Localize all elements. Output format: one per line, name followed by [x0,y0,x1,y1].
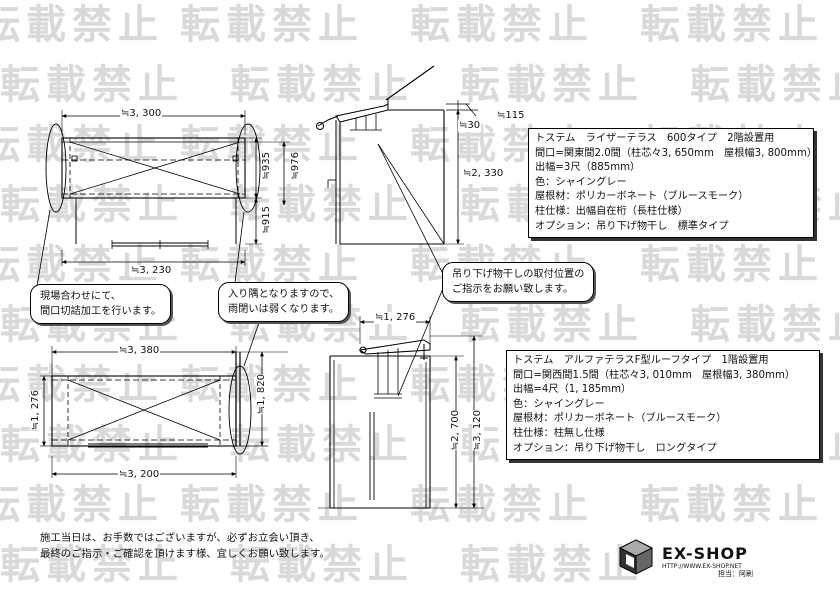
watermark: 転載禁止 [0,362,164,408]
watermark: 転載禁止 [0,62,184,108]
note-line: ご指示をお願い致します。 [452,284,574,295]
watermark: 転載禁止 [180,2,364,48]
watermark: 転載禁止 [640,482,824,528]
spec-line: 柱仕様：出幅自在桁（長柱仕様） [535,205,688,217]
top-plan-width-top: ≒3, 300 [120,108,163,120]
author-label: 担当：阿刷 [718,570,753,578]
note-line: 入り隅となりますので、 [228,289,340,300]
watermark: 転載禁止 [460,302,644,348]
brand-name: EX-SHOP [662,544,748,563]
footer-notice: 施工当日は、お手数ではございますが、必ずお立会い頂き、 最終のご指示・ご確認を頂… [40,530,330,562]
watermark: 転載禁止 [0,482,164,528]
watermark: 転載禁止 [0,422,184,468]
spec-line: 屋根材：ポリカーボネート（ブルースモーク） [535,191,749,203]
footer-line: 最終のご指示・ご確認を頂けます様、宜しくお願い致します。 [40,548,330,560]
watermark: 転載禁止 [460,542,644,588]
bottom-side-height-a: ≒2, 700 [450,410,462,451]
watermark: 転載禁止 [0,542,184,588]
top-plan-view [35,110,290,293]
watermark: 転載禁止 [690,62,840,108]
spec-line: トステム ライザーテラス 600タイプ 2階設置用 [535,133,775,144]
spec-line: 出幅=4尺（1, 185mm） [513,384,632,396]
bottom-spec-box: トステム アルファテラスF型ルーフタイプ 1階設置用 間口=関西間1.5間（柱芯… [506,350,820,461]
bottom-side-height-b: ≒3, 120 [472,410,484,451]
note-line: 現場合わせにて、 [40,291,121,302]
watermark: 転載禁止 [180,362,364,408]
watermark: 転載禁止 [690,302,840,348]
top-side-dim-30: ≒30 [458,120,482,132]
watermark: 転載禁止 [460,62,644,108]
watermark: 転載禁止 [230,62,414,108]
watermark: 転載禁止 [0,2,164,48]
watermark: 転載禁止 [0,182,184,228]
spec-line: 間口=関西間1.5間（柱芯々3, 010mm 屋根幅3, 380mm） [513,369,796,381]
top-plan-width-bottom: ≒3, 230 [130,265,173,277]
note-line: 雨閉いは弱くなります。 [228,304,340,315]
bottom-plan-depth-left: ≒1, 276 [30,390,42,431]
bottom-side-view [318,143,484,509]
bottom-plan-depth-right: ≒1, 820 [256,374,268,415]
brand-url: HTTP://WWW.EX-SHOP.NET [662,563,742,570]
watermark: 転載禁止 [640,2,824,48]
note-hanger-position: 吊り下げ物干しの取付位置の ご指示をお願い致します。 [442,262,595,302]
top-plan-depth-a: ≒935 [261,152,273,180]
bottom-side-width: ≒1, 276 [374,312,417,324]
spec-line: 出幅=3尺（885mm） [535,162,641,174]
note-line: 間口切詰加工を行います。 [40,306,162,317]
spec-line: トステム アルファテラスF型ルーフタイプ 1階設置用 [513,355,769,366]
watermark: 転載禁止 [410,482,594,528]
spec-line: オプション：吊り下げ物干し 標準タイプ [535,220,729,232]
spec-line: 色：シャイングレー [513,398,605,410]
bottom-plan-width-top: ≒3, 380 [118,345,161,357]
top-side-view [316,65,478,245]
watermark: 転載禁止 [640,242,824,288]
top-spec-box: トステム ライザーテラス 600タイプ 2階設置用 間口=関東間2.0間（柱芯々… [528,128,818,239]
spec-line: 色：シャイングレー [535,176,627,188]
watermark: 転載禁止 [180,482,364,528]
bottom-plan-width-bottom: ≒3, 200 [118,469,161,481]
exshop-logo-cube [618,539,654,575]
note-line: 吊り下げ物干しの取付位置の [452,269,585,280]
bottom-plan-view [40,313,288,478]
spec-line: 屋根材：ポリカーボネート（ブルースモーク） [513,413,727,425]
watermark: 転載禁止 [180,242,364,288]
watermark: 転載禁止 [410,2,594,48]
top-side-dim-115: ≒115 [496,110,526,122]
top-plan-depth-c: ≒915 [261,206,273,234]
watermark: 転載禁止 [230,182,414,228]
note-cutting: 現場合わせにて、 間口切詰加工を行います。 [30,284,172,324]
watermark: 転載禁止 [230,542,414,588]
top-plan-depth-b: ≒976 [290,152,302,180]
watermark: 転載禁止 [230,422,414,468]
spec-line: 間口=関東間2.0間（柱芯々3, 650mm 屋根幅3, 800mm） [535,147,818,159]
spec-line: オプション：吊り下げ物干し ロングタイプ [513,442,717,454]
spec-line: 柱仕様：柱無し仕様 [513,427,605,439]
top-side-height: ≒2, 330 [462,168,505,180]
footer-line: 施工当日は、お手数ではございますが、必ずお立会い頂き、 [40,532,320,544]
note-corner: 入り隅となりますので、 雨閉いは弱くなります。 [218,282,350,322]
